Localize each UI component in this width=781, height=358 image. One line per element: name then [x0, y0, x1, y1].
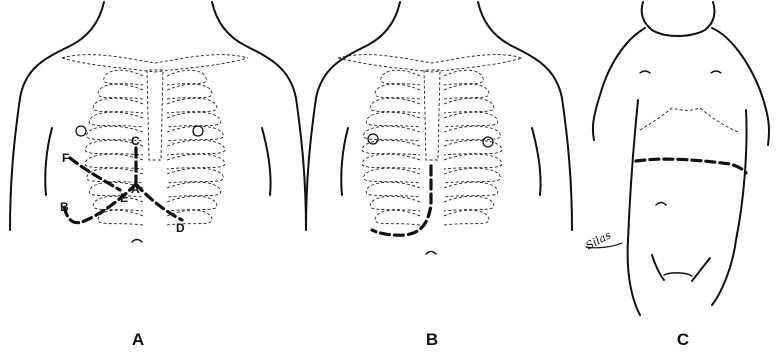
panel-b-rib-left-4	[366, 112, 420, 127]
point-f-label: F	[62, 151, 69, 165]
panel-b-rib-left-7	[362, 154, 420, 169]
panel-a-rib-left-11	[98, 210, 143, 225]
panel-b-rib-left-9	[366, 182, 420, 197]
panel-a-rib-right-11	[167, 210, 212, 225]
panel-c-right-leg	[692, 258, 710, 281]
panel-b-rib-left-8	[364, 168, 420, 183]
panel-a-rib-left-4	[89, 112, 143, 127]
panel-b-rib-left-3	[370, 98, 420, 113]
panel-a-rib-left-1	[104, 70, 143, 85]
panel-a-rib-left-7	[85, 154, 143, 169]
panel-a-right-arm	[296, 98, 306, 230]
panel-a-rib-right-1	[167, 70, 206, 85]
panel-b-navel	[426, 252, 436, 255]
panel-b-rib-left-2	[375, 84, 420, 99]
panel-a-rib-right-5	[167, 126, 223, 141]
panel-a-rib-sternum	[147, 70, 163, 160]
panel-c-left-side	[628, 100, 640, 315]
panel-b-rib-right-1	[444, 70, 483, 85]
panel-b-rib-right-11	[444, 210, 489, 225]
point-b-label: B	[60, 200, 69, 214]
panel-b-left-flank	[341, 128, 348, 195]
panel-a-rib-left-2	[98, 84, 143, 99]
panel-a-rib-right-2	[167, 84, 212, 99]
panel-a-rib-right-3	[167, 98, 217, 113]
panel-a-left-nipple	[76, 126, 86, 136]
panel-c-groin	[664, 273, 692, 276]
panel-a-clavicles	[62, 55, 248, 72]
panel-b-rib-right-4	[444, 112, 498, 127]
panel-a-right-nipple	[193, 126, 203, 136]
panel-a-navel	[132, 240, 142, 243]
panel-b-rib-right-7	[444, 154, 502, 169]
panel-b-right-flank	[532, 128, 541, 195]
panel-b-rib-left-6	[362, 140, 420, 155]
panel-a-torso: C F A E B D	[10, 2, 306, 242]
panel-b-rib-left-11	[375, 210, 420, 225]
panel-a-left-neck	[20, 2, 104, 98]
panel-a-right-flank	[262, 128, 271, 195]
incision-midline-subcostal	[372, 166, 431, 235]
panel-a-rib-right-9	[167, 182, 221, 197]
panel-a-rib-right-8	[167, 168, 223, 183]
panel-a-rib-cage	[85, 70, 225, 225]
panel-b-rib-right-2	[444, 84, 489, 99]
panel-c-left-leg	[652, 255, 664, 280]
panel-a-right-neck	[212, 2, 296, 98]
panel-a-rib-right-6	[167, 140, 225, 155]
panel-b-rib-left-1	[381, 70, 420, 85]
point-e-label: E	[120, 191, 128, 205]
panel-b-rib-sternum	[424, 70, 440, 160]
panel-b-rib-right-10	[444, 196, 494, 211]
panel-a-left-flank	[45, 128, 52, 195]
panel-c-head	[642, 2, 715, 36]
panel-b-label: B	[412, 330, 452, 350]
panel-b-left-arm	[306, 98, 316, 230]
panel-b-rib-left-10	[370, 196, 420, 211]
panel-c-label: C	[663, 330, 703, 350]
panel-a-left-arm	[10, 98, 20, 230]
panel-c-left-shoulder	[593, 28, 645, 140]
panel-a-rib-right-7	[167, 154, 225, 169]
panel-c-right-side	[712, 110, 747, 305]
panel-b-rib-right-3	[444, 98, 494, 113]
panel-a-rib-right-10	[167, 196, 217, 211]
panel-a-rib-left-3	[93, 98, 143, 113]
panel-c-costal-margin	[640, 108, 738, 132]
panel-c-right-shoulder	[712, 28, 769, 145]
panel-b-rib-right-8	[444, 168, 500, 183]
panel-c-navel	[656, 203, 666, 206]
panel-b-rib-right-9	[444, 182, 498, 197]
point-a-label: A	[131, 182, 140, 196]
panel-c-signature: Silas	[584, 228, 614, 252]
incision-transverse	[636, 159, 746, 173]
panel-b-clavicles	[338, 55, 522, 72]
panel-c-infant-torso: Silas	[584, 2, 770, 315]
panel-c-right-nipple	[711, 71, 721, 73]
panel-b-torso	[306, 2, 572, 254]
panel-a-rib-right-4	[167, 112, 221, 127]
panel-a-label: A	[118, 330, 158, 350]
point-c-label: C	[131, 134, 140, 148]
panel-b-right-neck	[478, 2, 562, 98]
panel-b-right-arm	[562, 98, 572, 230]
panel-c-left-nipple	[640, 71, 650, 73]
point-d-label: D	[176, 221, 185, 235]
